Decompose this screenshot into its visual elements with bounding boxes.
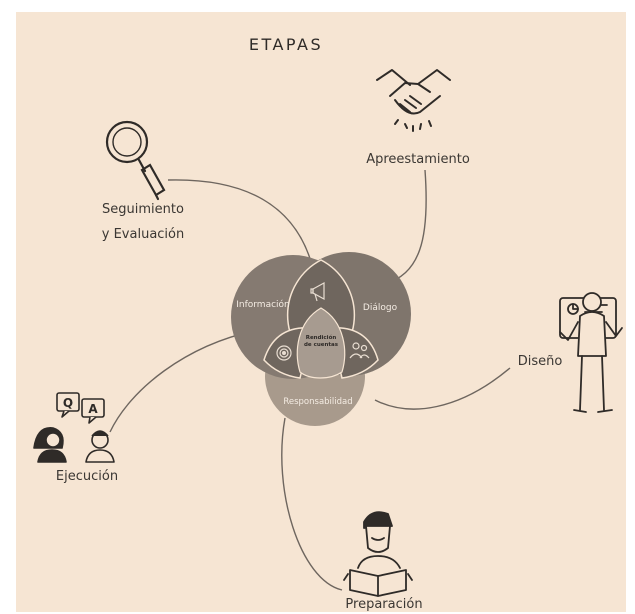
presenter-board-icon [559, 292, 623, 413]
venn-label-responsabilidad: Responsabilidad [283, 397, 352, 407]
connector-ejecucion [109, 329, 259, 433]
connector-diseno [374, 367, 511, 410]
target-icon [276, 345, 292, 361]
stage-label-preparacion: Preparación [345, 597, 422, 612]
stage-label-apreestamiento: Apreestamiento [366, 152, 470, 167]
venn-label-informacion: Información [236, 299, 290, 310]
venn-diagram [231, 252, 411, 426]
venn-center-line1: Rendición [306, 334, 337, 341]
megaphone-icon [310, 281, 325, 302]
connector-lines [109, 169, 511, 591]
stage-label-seguimiento-line2: y Evaluación [102, 227, 184, 242]
stage-label-ejecucion: Ejecución [56, 469, 118, 484]
qa-people-icon: Q A [33, 392, 115, 463]
venn-center-line2: de cuentas [304, 342, 339, 348]
venn-core [296, 307, 346, 379]
stage-label-diseno: Diseño [518, 354, 563, 369]
handshake-icon [376, 69, 451, 132]
reader-icon [343, 511, 413, 597]
svg-text:Q: Q [63, 396, 73, 410]
magnifier-icon [105, 120, 166, 201]
svg-text:A: A [88, 402, 98, 416]
connector-preparacion [281, 417, 343, 591]
page-title: ETAPAS [249, 35, 323, 54]
people-group-icon [349, 342, 370, 359]
stage-label-seguimiento-line1: Seguimiento [102, 202, 184, 217]
venn-label-dialogo: Diálogo [363, 303, 398, 313]
connector-seguimiento [167, 179, 313, 266]
